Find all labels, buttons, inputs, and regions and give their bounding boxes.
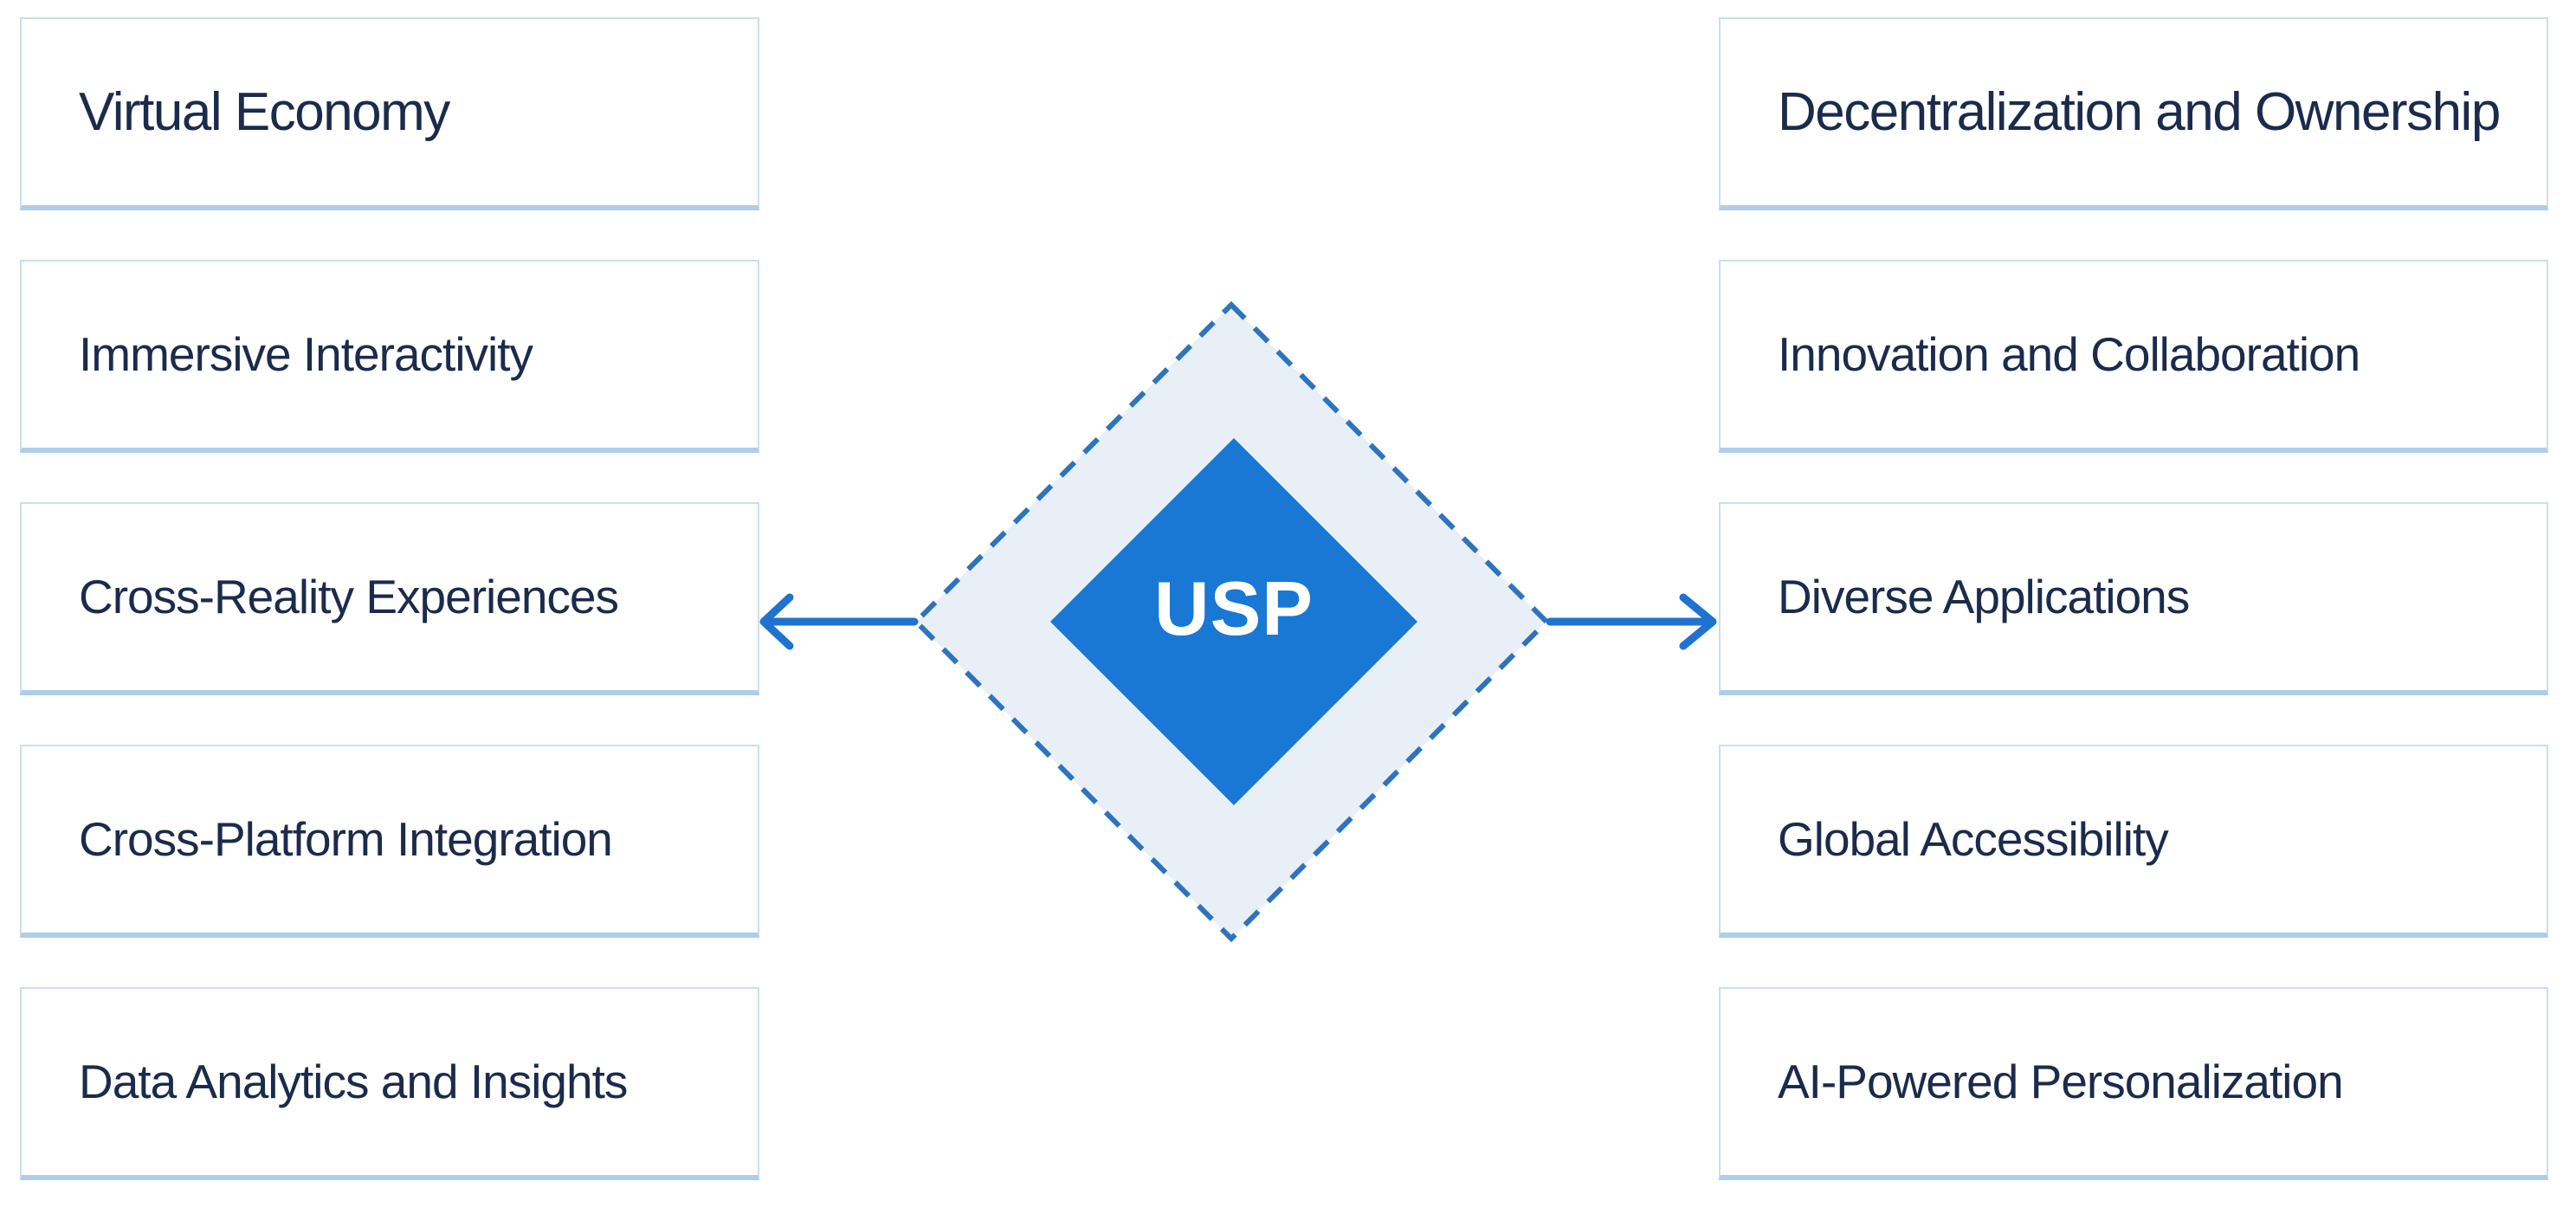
right-feature-column: Decentralization and Ownership Innovatio… bbox=[1719, 17, 2548, 1180]
feature-box-label: AI-Powered Personalization bbox=[1778, 1055, 2344, 1108]
feature-box-label: Cross-Platform Integration bbox=[79, 812, 613, 866]
usp-label: USP bbox=[1154, 565, 1314, 651]
right-arrow-head bbox=[1679, 593, 1717, 650]
left-arrow-head bbox=[759, 593, 794, 650]
right-arrow bbox=[1546, 593, 1717, 650]
feature-box-decentralization-ownership: Decentralization and Ownership bbox=[1719, 17, 2548, 210]
feature-box-label: Data Analytics and Insights bbox=[79, 1055, 628, 1108]
left-feature-column: Virtual Economy Immersive Interactivity … bbox=[20, 17, 759, 1180]
feature-box-global-accessibility: Global Accessibility bbox=[1719, 745, 2548, 938]
feature-box-immersive-interactivity: Immersive Interactivity bbox=[20, 260, 759, 453]
feature-box-label: Virtual Economy bbox=[79, 81, 450, 142]
feature-box-label: Innovation and Collaboration bbox=[1778, 327, 2360, 381]
feature-box-data-analytics-insights: Data Analytics and Insights bbox=[20, 987, 759, 1180]
feature-box-label: Diverse Applications bbox=[1778, 570, 2190, 623]
left-arrow bbox=[759, 593, 919, 650]
feature-box-ai-powered-personalization: AI-Powered Personalization bbox=[1719, 987, 2548, 1180]
feature-box-label: Global Accessibility bbox=[1778, 812, 2169, 866]
feature-box-diverse-applications: Diverse Applications bbox=[1719, 502, 2548, 695]
feature-box-cross-reality-experiences: Cross-Reality Experiences bbox=[20, 502, 759, 695]
feature-box-label: Cross-Reality Experiences bbox=[79, 570, 619, 623]
feature-box-label: Decentralization and Ownership bbox=[1778, 81, 2501, 142]
usp-diamond bbox=[1050, 438, 1417, 805]
feature-box-label: Immersive Interactivity bbox=[79, 327, 533, 381]
feature-box-virtual-economy: Virtual Economy bbox=[20, 17, 759, 210]
feature-box-innovation-collaboration: Innovation and Collaboration bbox=[1719, 260, 2548, 453]
feature-box-cross-platform-integration: Cross-Platform Integration bbox=[20, 745, 759, 938]
